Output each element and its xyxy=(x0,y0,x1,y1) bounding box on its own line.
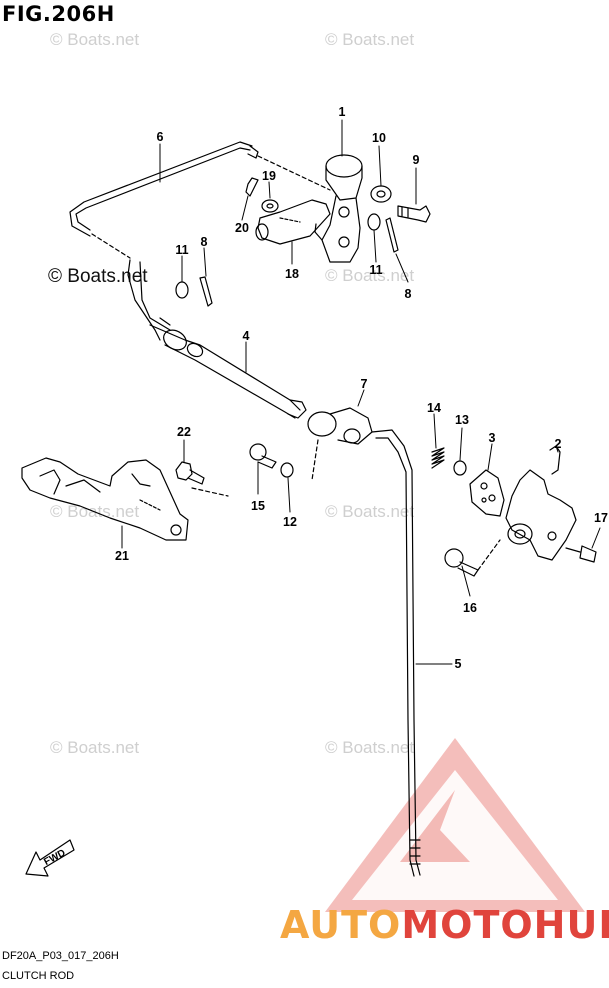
callout-14: 14 xyxy=(427,401,441,415)
part-12-washer xyxy=(280,462,294,478)
part-19-washer xyxy=(261,199,279,213)
part-16-screw xyxy=(444,539,501,577)
callout-10: 10 xyxy=(372,131,386,145)
part-18-lever-arm xyxy=(255,199,331,245)
callout-3: 3 xyxy=(489,431,496,445)
part-1-shift-lever xyxy=(314,154,363,263)
callout-7: 7 xyxy=(361,377,368,391)
part-7-rod-joint xyxy=(307,407,373,481)
fwd-label: FWD xyxy=(42,848,67,868)
part-2-shift-cam xyxy=(505,445,577,561)
watermark: © Boats.net xyxy=(325,30,415,49)
watermark: © Boats.net xyxy=(325,738,415,757)
fwd-arrow-icon: FWD xyxy=(25,839,75,877)
part-5-clutch-rod xyxy=(371,429,421,877)
callout-15: 15 xyxy=(251,499,265,513)
part-15-bolt xyxy=(249,443,277,469)
callout-22: 22 xyxy=(177,425,191,439)
part-4-clutch-shaft xyxy=(127,259,307,419)
svg-text:AUTOMOTOHUB: AUTOMOTOHUB xyxy=(280,903,609,947)
callout-11-left: 11 xyxy=(175,243,188,257)
callout-leader-lines xyxy=(121,119,601,665)
callout-4: 4 xyxy=(243,329,250,343)
callout-2: 2 xyxy=(555,437,562,451)
callout-5: 5 xyxy=(455,657,462,671)
watermark: © Boats.net xyxy=(48,266,148,287)
part-8-cotter-pin-left xyxy=(199,276,213,307)
callout-20: 20 xyxy=(235,221,249,235)
brand-part-auto: AUTO xyxy=(280,903,401,947)
part-22-bolt xyxy=(175,461,229,497)
callout-8-left: 8 xyxy=(201,235,208,249)
brand-part-moto: MOTO xyxy=(401,903,533,947)
part-10-washer xyxy=(370,185,392,203)
callout-21: 21 xyxy=(115,549,129,563)
part-3-cam xyxy=(469,469,505,517)
callout-6: 6 xyxy=(157,130,164,144)
callout-labels: 1 2 3 4 5 6 7 8 8 9 10 11 11 12 13 14 15… xyxy=(115,105,608,671)
callout-18: 18 xyxy=(285,267,299,281)
part-11-washer-left xyxy=(175,281,189,299)
watermark: © Boats.net xyxy=(50,30,140,49)
watermark: © Boats.net xyxy=(50,738,140,757)
footer-diagram-code: DF20A_P03_017_206H xyxy=(2,950,119,962)
callout-1: 1 xyxy=(339,105,346,119)
footer-diagram-name: CLUTCH ROD xyxy=(2,970,75,982)
part-20-clip xyxy=(245,177,259,197)
callout-8-right: 8 xyxy=(405,287,412,301)
callout-12: 12 xyxy=(283,515,297,529)
brand-part-hub: HUB xyxy=(534,903,609,947)
part-17-screw xyxy=(565,545,597,563)
callout-17: 17 xyxy=(594,511,608,525)
callout-9: 9 xyxy=(413,153,420,167)
part-9-bolt xyxy=(397,205,431,223)
part-13-ball xyxy=(453,460,467,476)
watermark: © Boats.net xyxy=(325,502,415,521)
part-11-washer-right xyxy=(367,213,381,231)
part-6-linkage-rod xyxy=(69,141,331,259)
callout-16: 16 xyxy=(463,601,477,615)
callout-13: 13 xyxy=(455,413,469,427)
watermark: © Boats.net xyxy=(325,266,415,285)
part-8-cotter-pin-right xyxy=(385,217,399,253)
brand-wordmark: AUTOMOTOHUB xyxy=(280,903,609,947)
callout-11-right: 11 xyxy=(369,263,382,277)
brand-logo-mark xyxy=(325,738,585,912)
callout-19: 19 xyxy=(262,169,276,183)
figure-title: FIG.206H xyxy=(2,2,115,26)
part-14-spring xyxy=(431,447,445,469)
part-21-bracket xyxy=(21,457,189,541)
